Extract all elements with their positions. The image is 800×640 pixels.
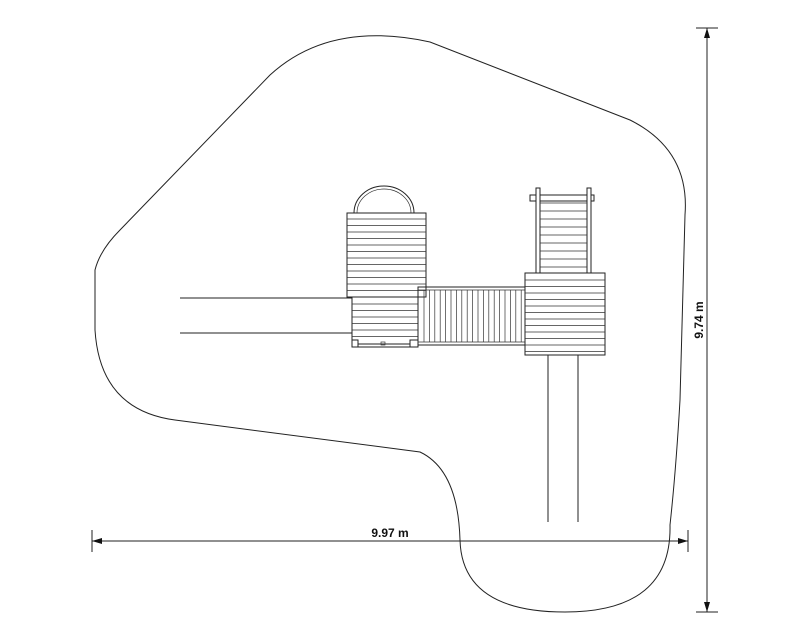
width-label: 9.97 m [371,526,408,540]
bridge [417,286,526,346]
width-dimension: 9.97 m [91,526,689,552]
tower-left-roof-arc [353,185,415,214]
depth-dimension: 9.74 m [692,27,718,613]
tower-right [524,272,606,522]
ladder [529,187,595,275]
safety-zone-boundary [94,35,686,613]
tower-left-base [351,296,419,348]
tower-left [346,185,427,348]
depth-label: 9.74 m [692,301,706,338]
slide [180,297,352,334]
